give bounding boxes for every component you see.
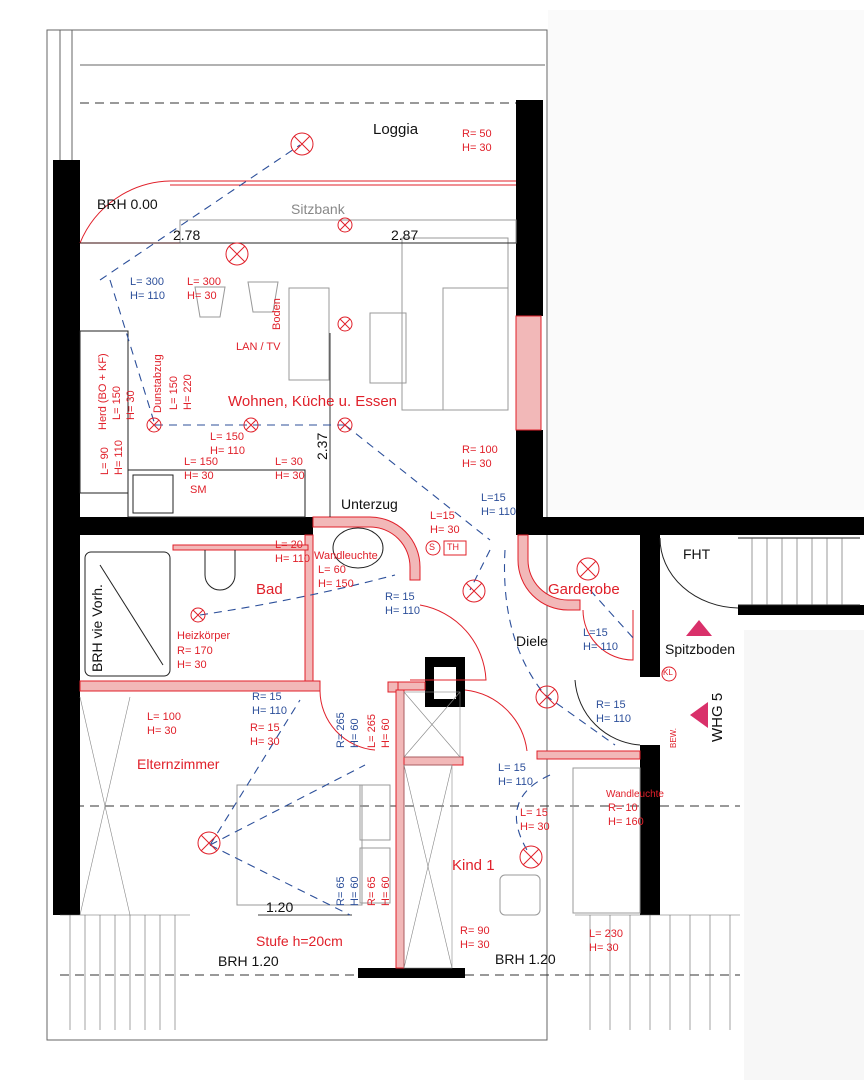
wiring bbox=[99, 144, 636, 916]
fixtures bbox=[79, 330, 860, 746]
herd-label: Herd (BO + KF) bbox=[97, 353, 109, 430]
exterior-area bbox=[548, 10, 864, 510]
entrance-marker-icon bbox=[690, 702, 708, 728]
dimension-label: 2.37 bbox=[314, 432, 330, 460]
brh-label: BRH 0.00 bbox=[97, 196, 158, 212]
dimension-lines bbox=[80, 242, 516, 916]
partition-walls bbox=[79, 516, 641, 969]
light-icon bbox=[519, 845, 543, 869]
roof-hatching bbox=[60, 914, 740, 1030]
room-label-bad: Bad bbox=[256, 581, 283, 598]
stair-treads bbox=[751, 538, 843, 605]
dimension-label: 2.78 bbox=[173, 227, 201, 243]
spitzboden-marker-icon bbox=[686, 620, 712, 636]
light-icon bbox=[337, 217, 353, 233]
light-icon bbox=[337, 316, 353, 332]
light-icon bbox=[337, 417, 353, 433]
th-label: TH bbox=[447, 542, 459, 552]
light-icon bbox=[462, 579, 486, 603]
light-icon bbox=[190, 607, 206, 623]
dunstabzug-label: Dunstabzug bbox=[152, 354, 164, 413]
room-label-spitzboden: Spitzboden bbox=[665, 641, 736, 657]
bew-label: BEW. bbox=[669, 727, 678, 748]
room-label-eltern: Elternzimmer bbox=[137, 756, 220, 772]
s-label: S bbox=[429, 542, 436, 552]
room-label-kind: Kind 1 bbox=[452, 857, 495, 874]
wall-left bbox=[53, 160, 80, 915]
lan-tv-label: LAN / TV bbox=[236, 341, 281, 353]
room-label-diele: Diele bbox=[516, 633, 548, 649]
sm-label: SM bbox=[190, 484, 207, 496]
furniture bbox=[179, 219, 641, 916]
s-circle-icon bbox=[425, 540, 441, 556]
unterzug-label: Unterzug bbox=[341, 496, 398, 512]
brh-label: BRH 1.20 bbox=[218, 953, 279, 969]
ceiling-lights bbox=[146, 132, 600, 869]
dimension-label: 1.20 bbox=[266, 899, 294, 915]
stufe-label: Stufe h=20cm bbox=[256, 933, 343, 949]
exterior-area-2 bbox=[744, 630, 864, 1080]
room-label-fht: FHT bbox=[683, 546, 711, 562]
sitzbank-label: Sitzbank bbox=[291, 201, 345, 217]
walls bbox=[53, 100, 864, 978]
light-icon bbox=[225, 242, 249, 266]
kl-label: KL bbox=[663, 668, 673, 677]
kl-circle-icon bbox=[661, 666, 677, 682]
wandleuchte-label: Wandleuchte bbox=[314, 550, 378, 562]
brh-vorh-label: BRH vie Vorh. bbox=[89, 584, 105, 672]
light-icon bbox=[290, 132, 314, 156]
dimension-label: 2.87 bbox=[391, 227, 419, 243]
light-icon bbox=[146, 417, 162, 433]
room-label-loggia: Loggia bbox=[373, 121, 419, 138]
brh-label: BRH 1.20 bbox=[495, 951, 556, 967]
light-icon bbox=[243, 417, 259, 433]
light-icon bbox=[197, 831, 221, 855]
new-wall-segment bbox=[515, 315, 542, 431]
roof-dash-lines bbox=[60, 102, 740, 976]
light-icon bbox=[576, 557, 600, 581]
th-box-icon bbox=[443, 540, 467, 556]
heizkoerper-label: Heizkörper bbox=[177, 630, 231, 642]
boden-label: Boden bbox=[271, 298, 283, 330]
room-label-wohnen: Wohnen, Küche u. Essen bbox=[228, 393, 397, 410]
room-label-whg: WHG 5 bbox=[709, 692, 726, 742]
room-label-garderobe: Garderobe bbox=[548, 581, 620, 598]
light-icon bbox=[535, 685, 559, 709]
wandleuchte-label-kind: Wandleuchte bbox=[606, 789, 664, 800]
shaft-cross bbox=[79, 691, 461, 969]
